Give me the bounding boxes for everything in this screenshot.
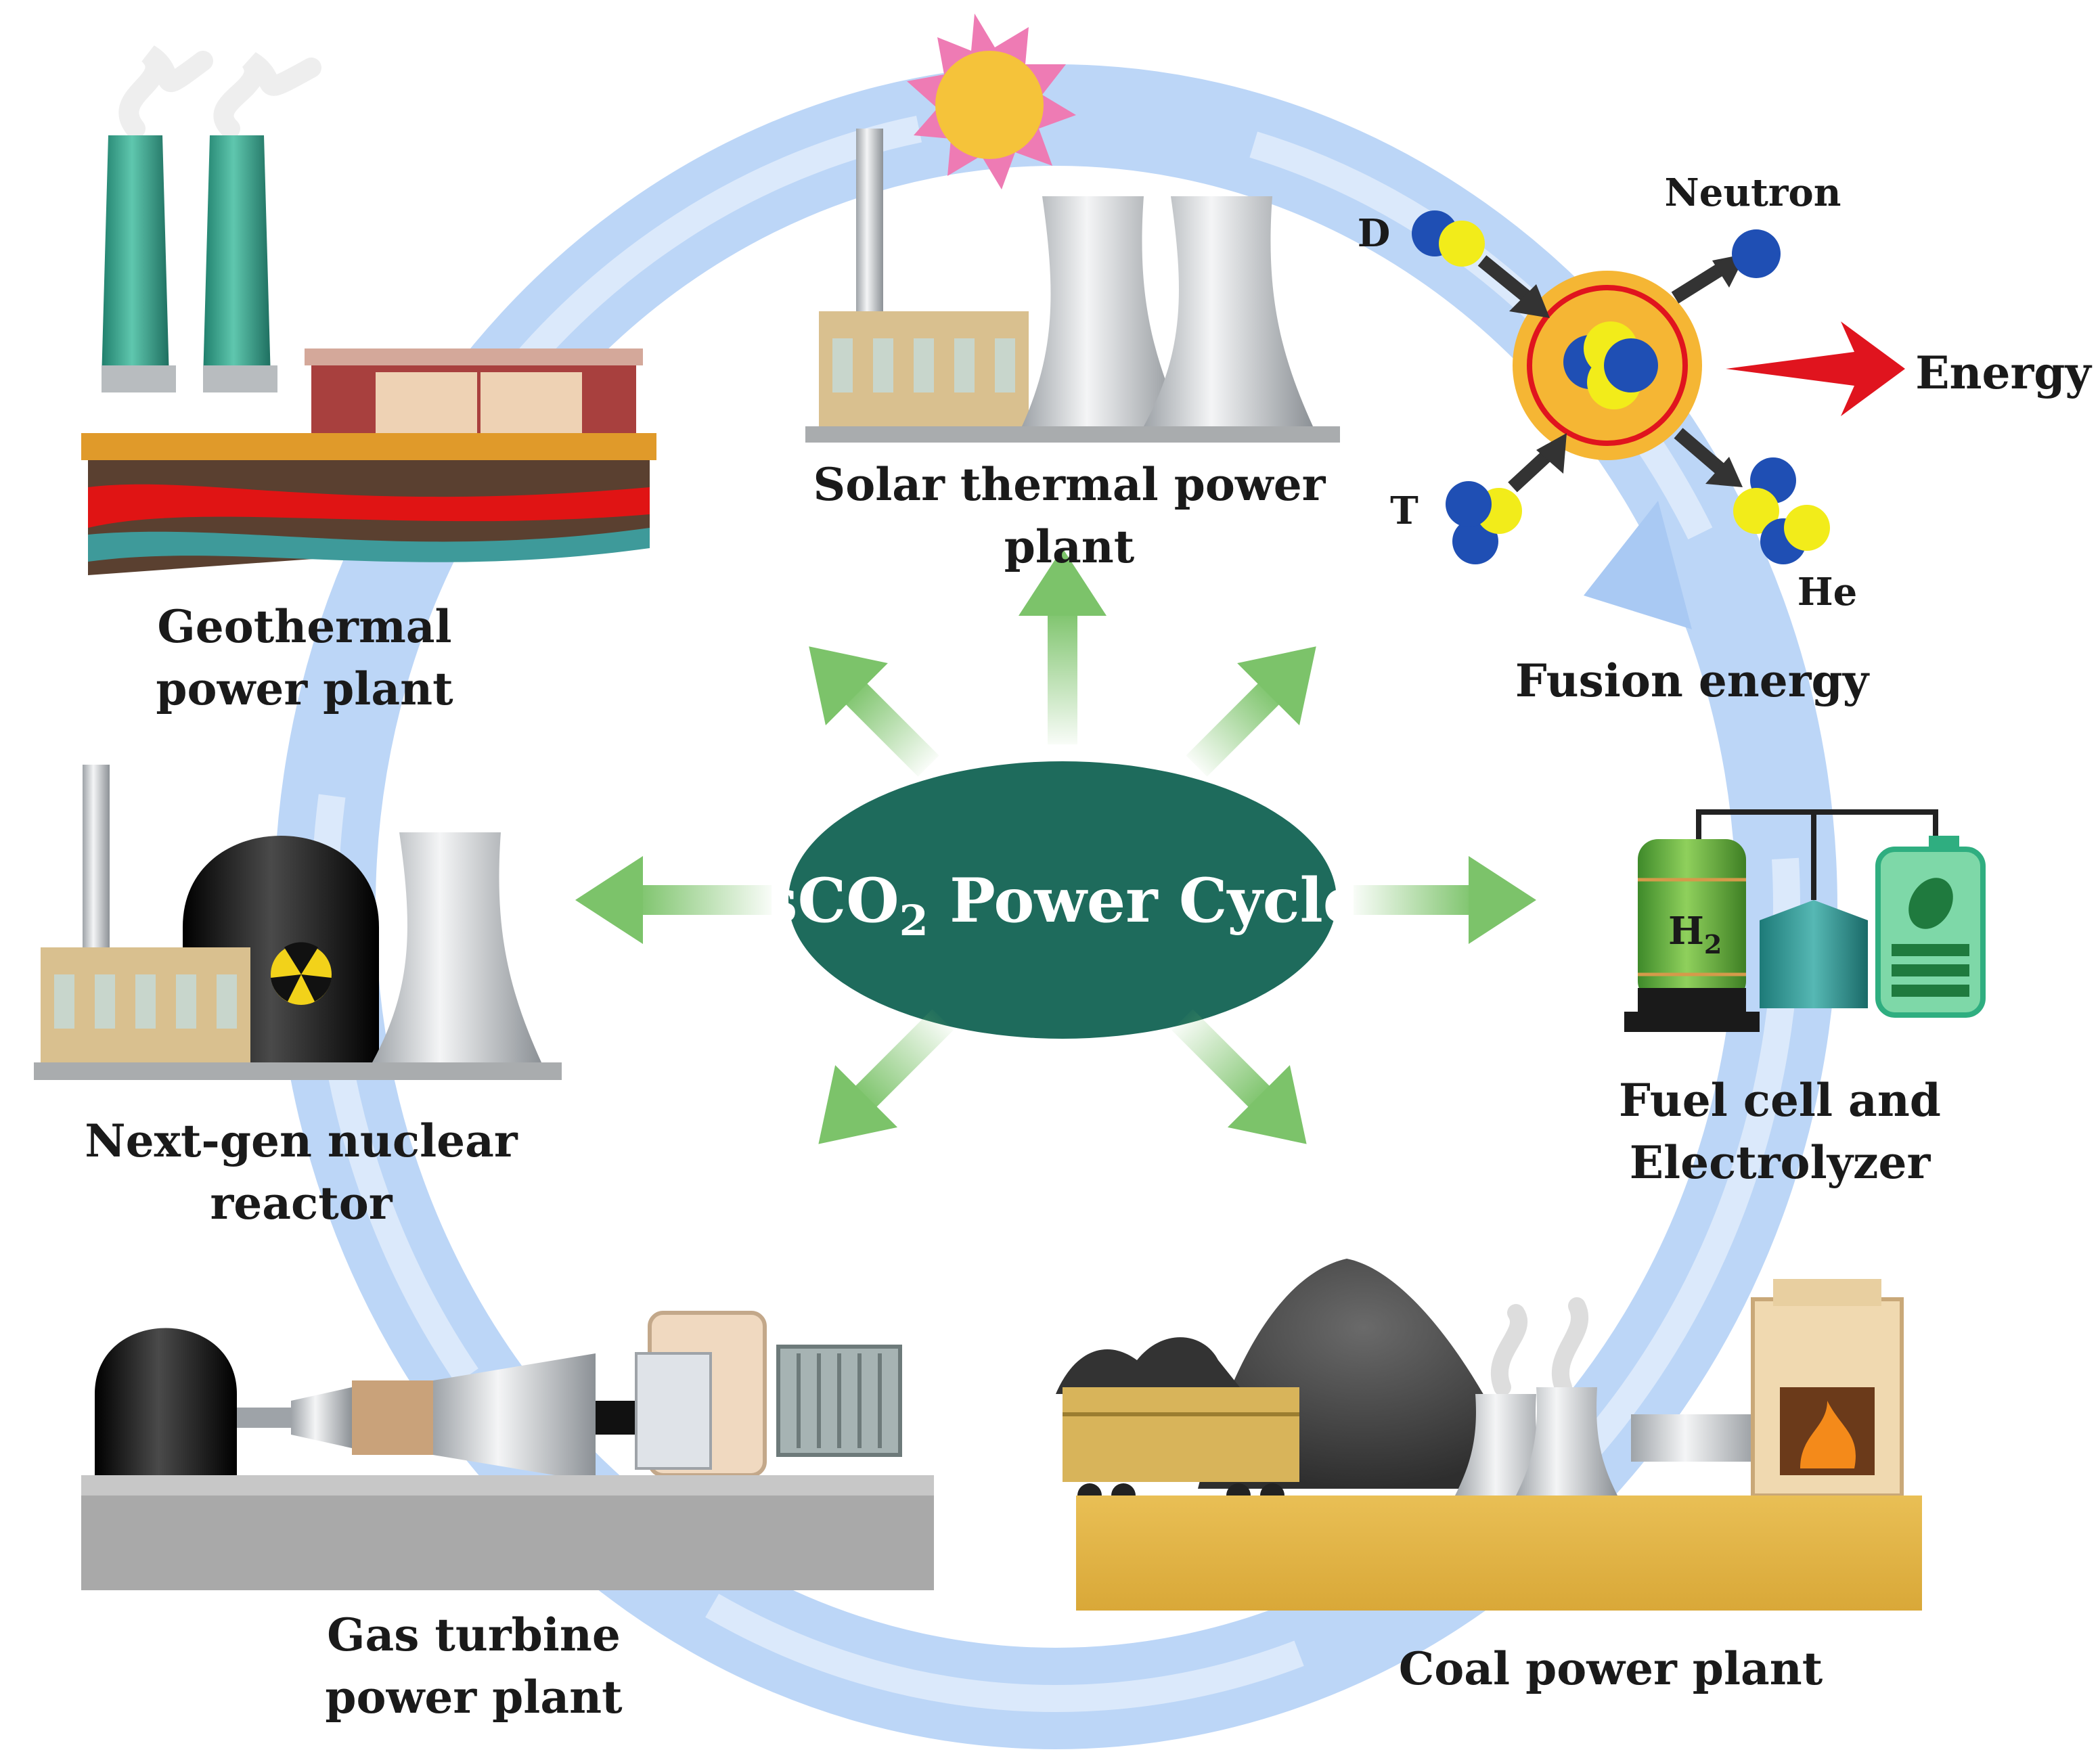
geothermal-label: Geothermal power plant: [156, 600, 453, 715]
arrow-right: [1354, 856, 1536, 944]
coal-wagon-icon: [1063, 1387, 1299, 1482]
gas-turbine-label: Gas turbine power plant: [325, 1609, 623, 1724]
energy-label: Energy: [1915, 346, 2091, 399]
gas-turbine-plant-icon: [81, 1311, 934, 1590]
arrow-left: [575, 856, 772, 944]
arrow-up-left: [809, 646, 939, 777]
solar-thermal-label: Solar thermal power plant: [813, 458, 1326, 573]
deuterium-label: D: [1357, 211, 1391, 256]
nuclear-reactor-label: Next-gen nuclear reactor: [85, 1115, 518, 1230]
coal-power-plant-icon: [1056, 1259, 1922, 1611]
helium-label: He: [1797, 570, 1858, 614]
fuel-cell-electrolyzer-icon: H2: [1624, 809, 1986, 1032]
arrow-down-left: [818, 1009, 954, 1144]
neutron-label: Neutron: [1664, 171, 1841, 215]
sun-icon: [907, 14, 1076, 189]
geothermal-plant-icon: [81, 45, 656, 575]
solar-thermal-plant-icon: [805, 14, 1340, 443]
arrow-up-right: [1186, 646, 1316, 777]
arrow-up: [1019, 548, 1107, 744]
nuclear-reactor-icon: [34, 765, 562, 1080]
arrow-down-right: [1171, 1009, 1307, 1144]
center-node: sCO2 Power Cycle: [763, 761, 1362, 1039]
electrolyzer-icon: [1760, 900, 1868, 1008]
fuel-cell-label: Fuel cell and Electrolyzer: [1619, 1074, 1941, 1189]
ring-arrowhead: [1584, 501, 1692, 629]
radial-arrows: [575, 548, 1536, 1144]
center-label: sCO2 Power Cycle: [763, 865, 1362, 945]
h2-label: H2: [1668, 909, 1722, 960]
fusion-energy-label: Fusion energy: [1515, 654, 1869, 707]
fusion-diagram: [1412, 210, 1905, 564]
coal-power-label: Coal power plant: [1398, 1642, 1823, 1695]
tritium-label: T: [1390, 489, 1418, 533]
energy-arrow-icon: [1726, 321, 1905, 416]
neutron-icon: [1732, 229, 1781, 278]
